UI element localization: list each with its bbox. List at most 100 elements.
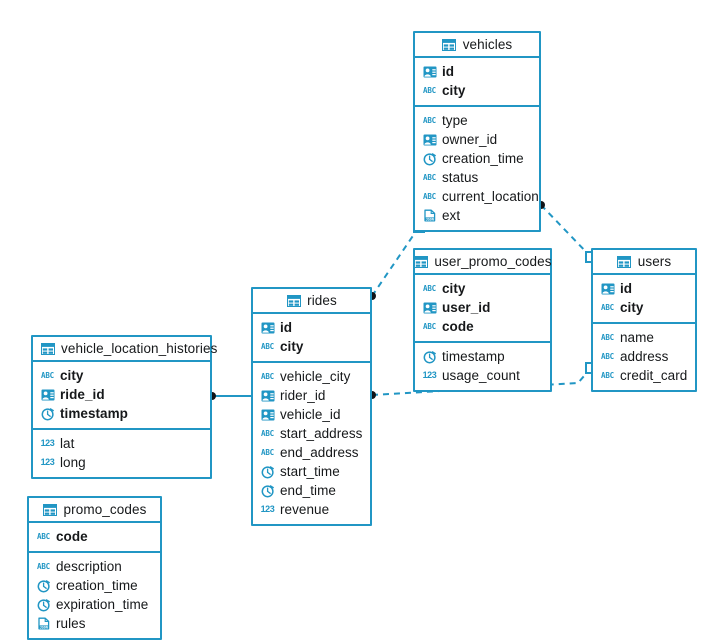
field-label: current_location: [442, 189, 539, 204]
key-field-row[interactable]: ABC city: [415, 279, 550, 298]
field-label: description: [56, 559, 122, 574]
field-row[interactable]: JSON rules: [29, 614, 160, 633]
table-icon: [40, 341, 55, 356]
field-label: city: [442, 281, 466, 296]
abc-icon: ABC: [601, 351, 614, 361]
table-icon: [413, 254, 428, 269]
svg-text:JSON: JSON: [39, 625, 47, 629]
field-label: code: [56, 529, 88, 544]
id-badge-icon: [422, 300, 437, 315]
field-label: name: [620, 330, 654, 345]
entity-header-rides[interactable]: rides: [253, 289, 370, 314]
id-badge-icon: [422, 132, 437, 147]
field-row[interactable]: creation_time: [415, 149, 539, 168]
key-field-row[interactable]: id: [593, 279, 695, 298]
table-icon: [617, 254, 632, 269]
table-icon: [442, 37, 457, 52]
entity-header-user_promo_codes[interactable]: user_promo_codes: [413, 250, 552, 275]
field-label: end_address: [280, 445, 359, 460]
key-field-row[interactable]: ABC city: [415, 81, 539, 100]
column-section: ABC description creation_time expiration_…: [29, 553, 160, 638]
field-label: owner_id: [442, 132, 498, 147]
field-label: city: [442, 83, 466, 98]
field-label: creation_time: [56, 578, 138, 593]
key-field-row[interactable]: timestamp: [33, 404, 210, 423]
key-field-row[interactable]: id: [253, 318, 370, 337]
field-label: credit_card: [620, 368, 688, 383]
field-row[interactable]: timestamp: [415, 347, 550, 366]
key-field-row[interactable]: user_id: [415, 298, 550, 317]
abc-icon: ABC: [423, 191, 436, 201]
entity-header-users[interactable]: users: [593, 250, 695, 275]
field-row[interactable]: owner_id: [415, 130, 539, 149]
abc-icon: ABC: [37, 561, 50, 571]
entity-title: vehicle_location_histories: [61, 341, 218, 356]
clock-icon: [422, 349, 437, 364]
field-row[interactable]: ABC current_location: [415, 187, 539, 206]
field-row[interactable]: vehicle_id: [253, 405, 370, 424]
abc-icon: ABC: [423, 85, 436, 95]
field-label: type: [442, 113, 468, 128]
field-label: revenue: [280, 502, 330, 517]
id-badge-icon: [600, 281, 615, 296]
json-icon: JSON: [422, 208, 437, 223]
abc-icon: ABC: [423, 321, 436, 331]
entity-title: users: [637, 254, 672, 269]
entity-header-vehicles[interactable]: vehicles: [415, 33, 539, 58]
entity-title: user_promo_codes: [434, 254, 552, 269]
field-label: id: [620, 281, 633, 296]
field-label: usage_count: [442, 368, 520, 383]
field-label: timestamp: [442, 349, 505, 364]
key-field-row[interactable]: id: [415, 62, 539, 81]
123-icon: 123: [260, 504, 275, 514]
field-row[interactable]: 123 long: [33, 453, 210, 472]
field-row[interactable]: creation_time: [29, 576, 160, 595]
field-row[interactable]: rider_id: [253, 386, 370, 405]
field-row[interactable]: start_time: [253, 462, 370, 481]
field-row[interactable]: ABC description: [29, 557, 160, 576]
svg-text:JSON: JSON: [425, 217, 433, 221]
123-icon: 123: [40, 457, 55, 467]
field-label: long: [60, 455, 86, 470]
field-row[interactable]: JSON ext: [415, 206, 539, 225]
123-icon: 123: [40, 438, 55, 448]
abc-icon: ABC: [423, 283, 436, 293]
field-label: user_id: [442, 300, 491, 315]
id-badge-icon: [260, 407, 275, 422]
field-label: vehicle_id: [280, 407, 341, 422]
id-badge-icon: [422, 64, 437, 79]
field-row[interactable]: end_time: [253, 481, 370, 500]
field-row[interactable]: expiration_time: [29, 595, 160, 614]
field-row[interactable]: 123 revenue: [253, 500, 370, 519]
entity-header-promo_codes[interactable]: promo_codes: [29, 498, 160, 523]
abc-icon: ABC: [601, 370, 614, 380]
key-field-row[interactable]: ride_id: [33, 385, 210, 404]
entity-header-vehicle_location_histories[interactable]: vehicle_location_histories: [33, 337, 217, 362]
field-row[interactable]: ABC credit_card: [593, 366, 695, 385]
